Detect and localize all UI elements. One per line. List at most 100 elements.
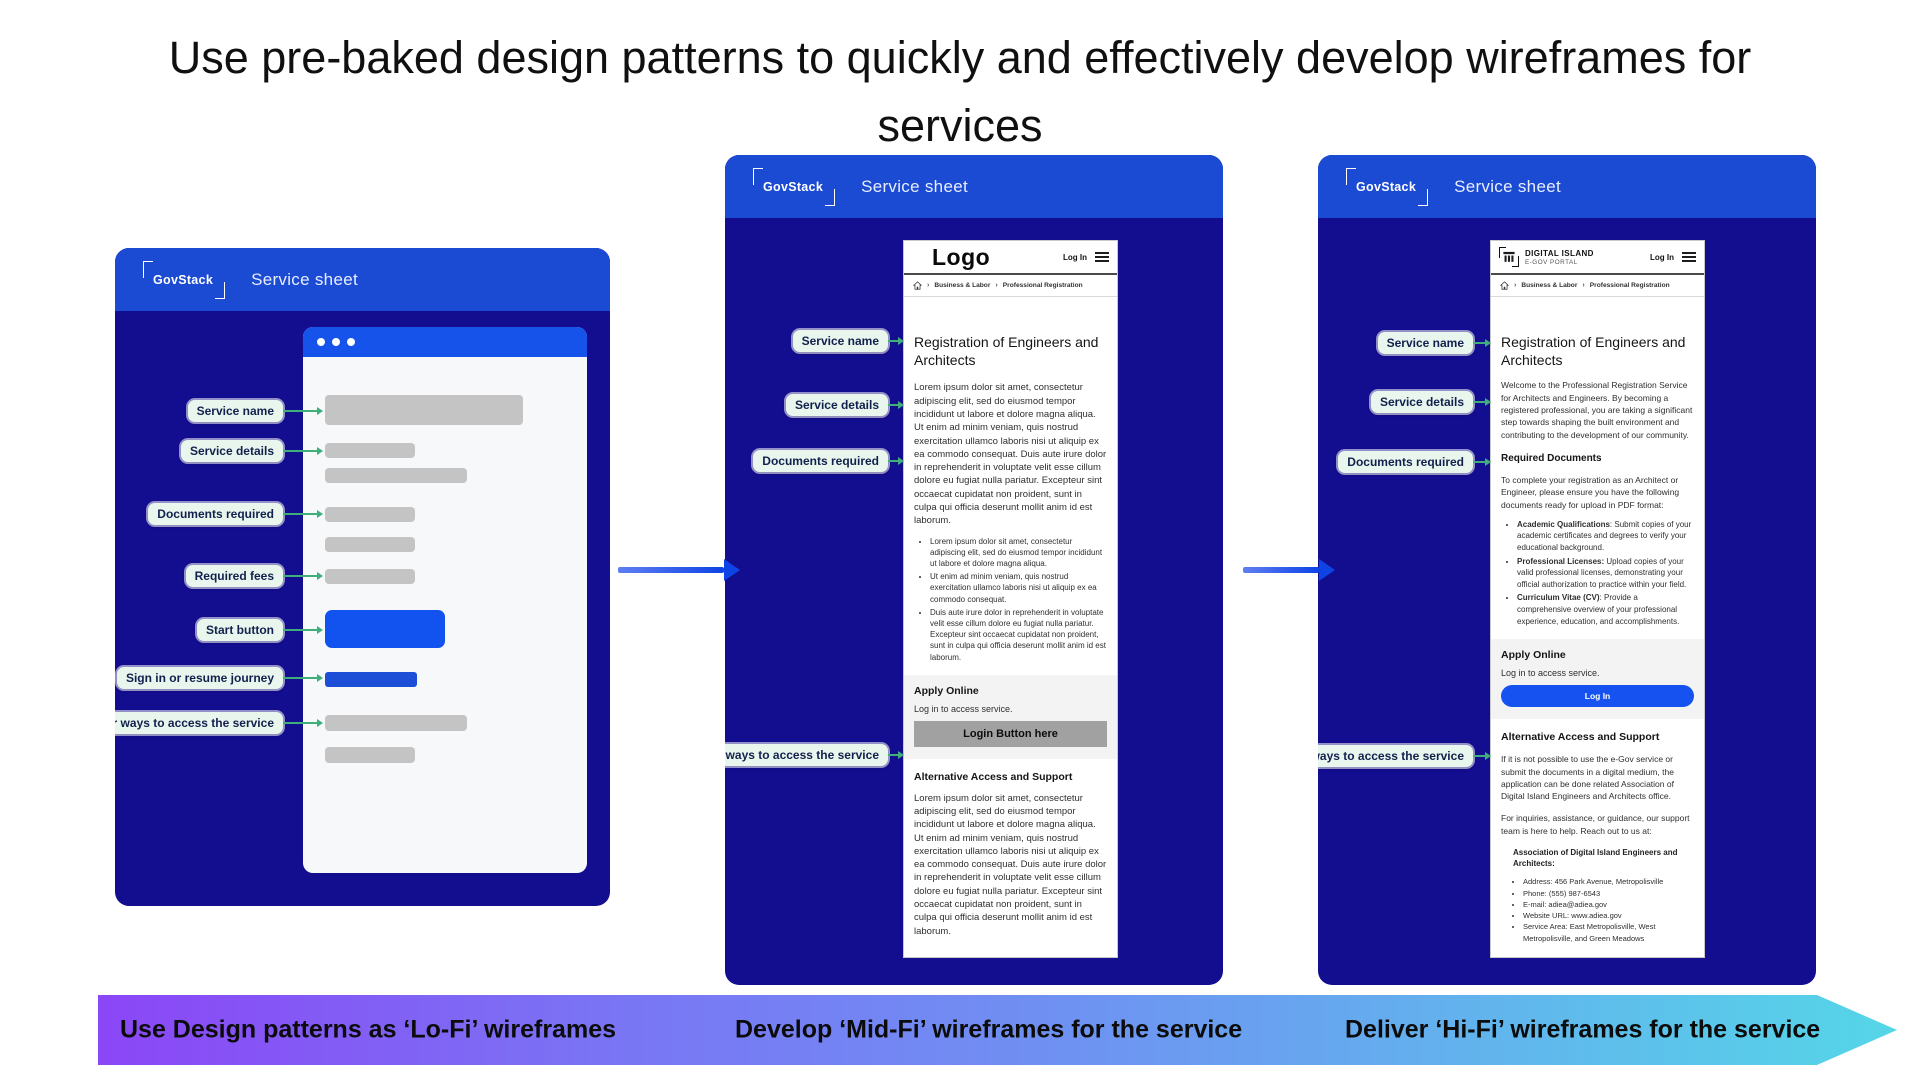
list-item: Duis aute irure dolor in reprehenderit i… [930,607,1107,663]
annotation-service-details: Service details [180,440,283,462]
panel-header-title: Service sheet [251,269,358,289]
wireframe-other-ways-bar [325,747,415,763]
process-arrow-banner: Use Design patterns as ‘Lo-Fi’ wireframe… [98,995,1897,1065]
breadcrumb-link[interactable]: Professional Registration [1589,282,1670,289]
portal-tagline: E-GOV PORTAL [1525,258,1578,266]
annotation-service-name: Service name [187,400,283,422]
browser-window-mock [303,327,587,873]
annotation-service-details: Service details [785,394,888,416]
hifi-phone-mock: DIGITAL ISLAND E-GOV PORTAL Log In › Bus… [1490,240,1705,958]
annotation-documents-required: Documents required [1338,451,1473,473]
documents-list: Lorem ipsum dolor sit amet, consectetur … [930,536,1107,663]
wireframe-documents-bar [325,507,415,522]
wireframe-required-fees-bar [325,569,415,584]
wireframe-start-button[interactable] [325,610,445,648]
list-item: Academic Qualifications: Submit copies o… [1517,519,1694,554]
window-dot-icon [317,338,325,346]
annotation-start-button: Start button [197,619,283,641]
phone-header: Logo Log In [904,241,1117,275]
wireframe-signin-bar[interactable] [325,672,417,687]
govstack-logo: GovStack [143,260,226,299]
lofi-panel: GovStack Service sheet Service name Serv… [115,248,610,906]
chevron-right-icon: › [927,282,930,289]
login-button[interactable]: Log In [1501,685,1694,708]
banner-step-midfi: Develop ‘Mid-Fi’ wireframes for the serv… [735,1015,1243,1044]
portal-logo: DIGITAL ISLAND E-GOV PORTAL [1499,247,1594,267]
wireframe-documents-bar [325,537,415,552]
service-intro: Welcome to the Professional Registration… [1501,380,1693,440]
apply-online-section: Apply Online Log in to access service. L… [1491,639,1704,720]
annotation-documents-required: Documents required [148,503,283,525]
list-item: Curriculum Vitae (CV): Provide a compreh… [1517,592,1694,627]
apply-online-section: Apply Online Log in to access service. L… [904,674,1117,759]
browser-titlebar [303,327,587,357]
flow-arrow-midfi-to-hifi [1243,559,1335,581]
list-item: Service Area: East Metropolisville, West… [1523,921,1694,944]
arrow-head-icon [1319,559,1335,581]
govstack-logo: GovStack [753,167,836,206]
list-item: Lorem ipsum dolor sit amet, consectetur … [930,536,1107,570]
alternative-access-section: Alternative Access and Support If it is … [1491,719,1704,944]
required-documents-intro: To complete your registration as an Arch… [1501,474,1680,510]
breadcrumb-link[interactable]: Business & Labor [934,282,991,289]
service-intro: Lorem ipsum dolor sit amet, consectetur … [914,382,1107,527]
list-item: E-mail: adiea@adiea.gov [1523,899,1694,910]
annotation-other-ways: Other ways to access the service [115,712,283,734]
annotation-service-name: Service name [792,330,888,352]
annotation-sign-in: Sign in or resume journey [116,667,283,689]
login-link[interactable]: Log In [1650,252,1674,262]
government-building-icon [1499,247,1519,267]
portal-name: DIGITAL ISLAND [1525,248,1594,258]
breadcrumb: › Business & Labor › Professional Regist… [1491,275,1704,297]
support-text: For inquiries, assistance, or guidance, … [1501,813,1690,836]
list-item: Phone: (555) 987-6543 [1523,888,1694,899]
apply-heading: Apply Online [1501,649,1566,662]
hamburger-menu-icon[interactable] [1095,252,1109,262]
arrow-head-icon [724,559,740,581]
breadcrumb: › Business & Labor › Professional Regist… [904,275,1117,297]
banner-step-lofi: Use Design patterns as ‘Lo-Fi’ wireframe… [120,1015,616,1044]
annotation-other-ways: Other ways to access the service [1318,745,1473,767]
documents-list: Academic Qualifications: Submit copies o… [1517,519,1694,627]
annotation-other-ways: Other ways to access the service [725,744,888,766]
breadcrumb-link[interactable]: Professional Registration [1002,282,1083,289]
page-title: Use pre-baked design patterns to quickly… [168,32,1752,151]
chevron-right-icon: › [995,282,998,289]
lofi-panel-header: GovStack Service sheet [115,248,610,311]
home-icon[interactable] [913,281,922,290]
midfi-phone-mock: Logo Log In › Business & Labor › Profess… [903,240,1118,958]
breadcrumb-link[interactable]: Business & Labor [1521,282,1578,289]
alternative-access-heading: Alternative Access and Support [1501,731,1660,744]
apply-heading: Apply Online [914,684,979,697]
required-documents-heading: Required Documents [1501,452,1602,464]
phone-header: DIGITAL ISLAND E-GOV PORTAL Log In [1491,241,1704,275]
service-title: Registration of Engineers and Architects [1501,334,1686,369]
association-heading: Association of Digital Island Engineers … [1513,848,1678,869]
contact-list: Address: 456 Park Avenue, Metropolisvill… [1523,876,1694,944]
site-logo: Logo [932,243,991,270]
hifi-panel: GovStack Service sheet DIGITAL ISLAND E-… [1318,155,1816,985]
home-icon[interactable] [1500,281,1509,290]
annotation-service-name: Service name [1377,332,1473,354]
annotation-required-fees: Required fees [185,565,283,587]
login-link[interactable]: Log In [1063,252,1087,262]
chevron-right-icon: › [1514,282,1517,289]
annotation-service-details: Service details [1370,391,1473,413]
apply-text: Log in to access service. [1501,668,1600,679]
chevron-right-icon: › [1582,282,1585,289]
midfi-panel: GovStack Service sheet Logo Log In › Bus… [725,155,1223,985]
banner-step-hifi: Deliver ‘Hi-Fi’ wireframes for the servi… [1345,1015,1821,1044]
login-button-placeholder[interactable]: Login Button here [914,720,1107,747]
list-item: Address: 456 Park Avenue, Metropolisvill… [1523,876,1694,887]
panel-header-title: Service sheet [1454,176,1561,196]
flow-arrow-lofi-to-midfi [618,559,740,581]
wireframe-service-details-bar [325,443,415,458]
hamburger-menu-icon[interactable] [1682,252,1696,262]
midfi-panel-header: GovStack Service sheet [725,155,1223,218]
wireframe-service-name-bar [325,395,523,425]
window-dot-icon [332,338,340,346]
panel-header-title: Service sheet [861,176,968,196]
alternative-access-section: Alternative Access and Support Lorem ips… [904,759,1117,938]
alternative-access-text: Lorem ipsum dolor sit amet, consectetur … [914,792,1107,937]
list-item: Website URL: www.adiea.gov [1523,910,1694,921]
